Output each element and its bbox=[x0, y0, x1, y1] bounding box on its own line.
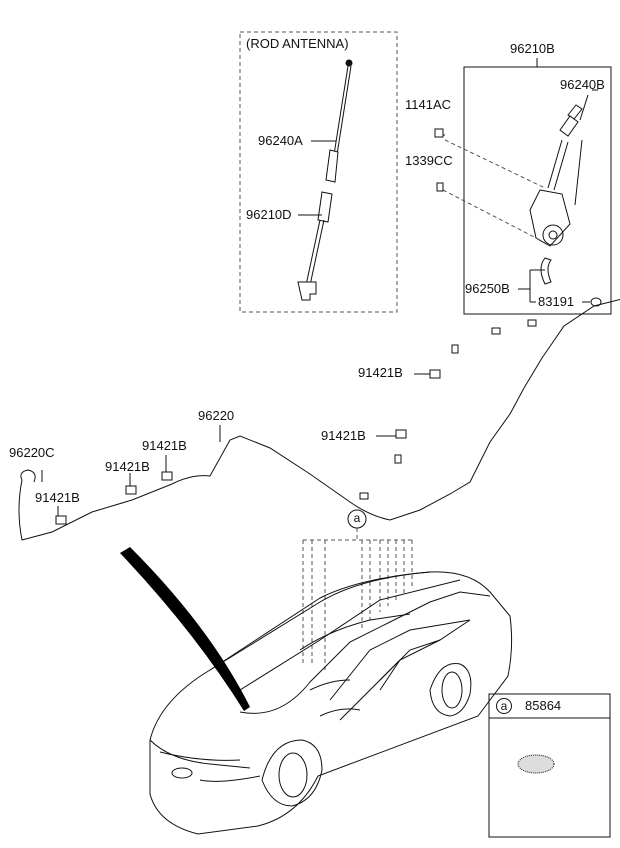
rod-antenna-box bbox=[239, 31, 398, 313]
label-1339CC: 1339CC bbox=[405, 153, 453, 168]
label-83191: 83191 bbox=[538, 294, 575, 309]
pad-85864 bbox=[517, 754, 555, 774]
label-96210D: 96210D bbox=[246, 207, 292, 222]
legend-part-number: 85864 bbox=[525, 698, 562, 713]
cable-clip-3 bbox=[161, 471, 173, 481]
callout-a-circle bbox=[347, 509, 367, 529]
label-91421B-3: 91421B bbox=[142, 438, 187, 453]
label-91421B-1: 91421B bbox=[358, 365, 403, 380]
cable-clip-2 bbox=[125, 485, 137, 495]
cable-clip-5 bbox=[429, 369, 441, 379]
leader-1339CC bbox=[442, 189, 541, 241]
cable-in-car bbox=[239, 591, 491, 714]
power-antenna-box bbox=[463, 66, 612, 315]
rod-antenna-mast bbox=[297, 59, 353, 301]
car-outline bbox=[149, 571, 513, 835]
label-96240B: 96240B bbox=[560, 77, 605, 92]
rod-antenna-title: (ROD ANTENNA) bbox=[246, 36, 349, 51]
label-91421B-2: 91421B bbox=[321, 428, 366, 443]
label-91421B-5: 91421B bbox=[35, 490, 80, 505]
label-1141AC: 1141AC bbox=[405, 97, 452, 112]
cable-clip-1 bbox=[55, 515, 67, 525]
leader-1141AC bbox=[444, 139, 546, 189]
label-96250B: 96250B bbox=[465, 281, 510, 296]
label-91421B-4: 91421B bbox=[105, 459, 150, 474]
legend-letter: a bbox=[496, 698, 512, 714]
label-96240A: 96240A bbox=[258, 133, 303, 148]
legend-box bbox=[488, 693, 611, 838]
label-96220: 96220 bbox=[198, 408, 235, 423]
feeder-cable-main bbox=[18, 298, 620, 541]
callout-a-letter: a bbox=[353, 511, 361, 525]
label-96210B: 96210B bbox=[510, 41, 555, 56]
cable-clip-4 bbox=[395, 429, 407, 439]
swoosh-arrow bbox=[120, 547, 250, 711]
label-96220C: 96220C bbox=[9, 445, 55, 460]
power-antenna-motor bbox=[529, 94, 589, 247]
antenna-drain-hose bbox=[540, 257, 552, 285]
